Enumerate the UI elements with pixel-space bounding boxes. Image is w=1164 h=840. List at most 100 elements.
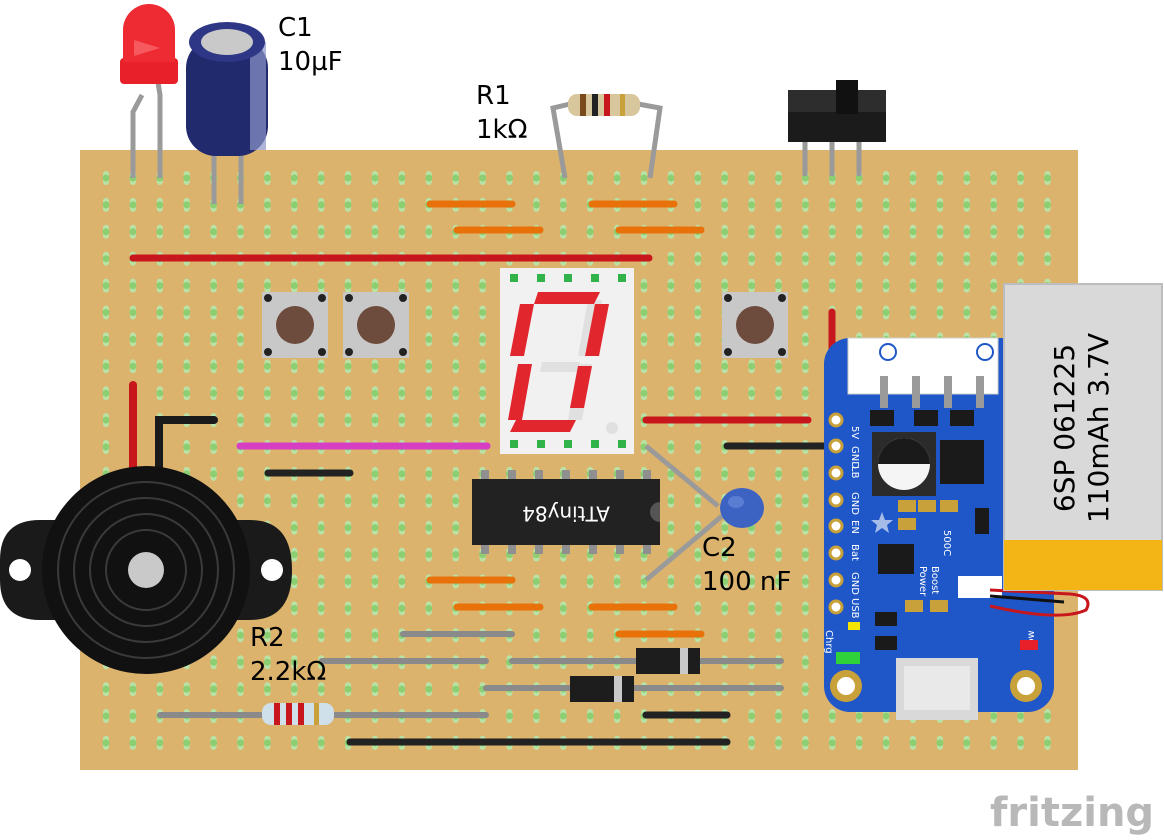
board-hole-center [344,389,352,397]
board-hole-center [882,309,890,316]
board-hole-center [102,685,110,693]
board-hole-center [775,362,782,370]
board-hole-center [425,282,433,290]
board-hole-center [828,739,836,747]
board-hole-center [721,551,729,559]
board-hole-center [263,201,271,209]
board-hole-center [801,658,809,666]
board-hole-center [102,739,110,747]
board-hole-center [317,578,325,585]
board-hole-center [828,255,836,263]
board-hole-center [613,174,621,182]
board-hole-center [748,551,756,559]
board-hole-center [425,470,433,478]
board-hole-center [586,228,594,236]
board-hole-center [640,174,648,182]
board-hole-center [425,309,433,316]
board-hole-center [129,335,137,343]
board-hole-center [1017,174,1025,182]
board-hole-center [156,685,164,693]
board-hole-center [156,309,164,316]
board-hole-center [775,470,782,478]
board-hole-center [398,604,406,612]
board-hole-center [237,631,244,639]
board-hole-center [398,174,406,182]
board-hole-center [748,228,756,236]
board-hole-center [344,282,352,290]
board-hole-center [371,362,379,370]
board-hole-center [317,228,325,236]
board-hole-center [344,631,352,639]
board-hole-center [640,578,648,585]
board-hole-center [801,255,809,263]
board-hole-center [667,443,675,451]
board-hole-center [290,228,298,236]
board-hole-center [317,389,325,397]
board-hole-center [1017,228,1025,236]
board-hole-center [290,282,298,290]
board-hole-center [398,201,406,209]
board-hole-center [156,282,164,290]
board-hole-center [183,228,191,236]
c2-ref-label: C2 [702,533,737,563]
board-hole-center [882,712,890,720]
board-hole-center [129,201,137,209]
board-hole-center [801,282,809,290]
board-hole-center [425,335,433,343]
board-hole-center [317,631,325,639]
board-hole-center [586,174,594,182]
board-hole-center [237,335,244,343]
board-hole-center [344,201,352,209]
board-hole-center [452,309,460,316]
board-hole-center [479,416,487,424]
board-hole-center [183,362,191,370]
board-hole-center [775,578,782,585]
board-hole-center [183,443,191,451]
board-hole-center [775,282,782,290]
board-hole-center [371,389,379,397]
star-icon [871,512,893,533]
board-hole-center [640,309,648,316]
board-hole-center [909,739,917,747]
resistor-r2 [262,703,334,725]
board-hole-center [801,389,809,397]
board-hole-center [102,362,110,370]
board-hole-center [237,309,244,316]
board-hole-center [183,335,191,343]
board-hole-center [801,174,809,182]
board-hole-center [290,524,298,532]
board-hole-center [801,228,809,236]
board-hole-center [801,335,809,343]
board-hole-center [183,685,191,693]
board-hole-center [532,631,540,639]
board-hole-center [855,255,863,263]
pin-label-en: EN [849,520,860,534]
board-hole-center [506,174,513,182]
board-hole-center [210,739,218,747]
board-hole-center [183,201,191,209]
board-hole-center [667,282,675,290]
board-hole-center [344,362,352,370]
board-hole-center [936,282,944,290]
board-hole-center [156,201,164,209]
board-hole-center [721,389,729,397]
push-button-2 [343,292,409,358]
board-hole-center [586,578,594,585]
board-hole-center [721,631,729,639]
board-hole-center [371,201,379,209]
board-hole-center [371,497,379,505]
board-hole-center [775,201,782,209]
board-hole-center [290,685,298,693]
board-hole-center [425,389,433,397]
board-hole-center [559,228,567,236]
board-hole-center [129,282,137,290]
battery-label-2: 110mAh 3.7V [1082,333,1115,523]
board-hole-center [452,389,460,397]
board-hole-center [344,228,352,236]
board-hole-center [775,389,782,397]
board-hole-center [667,578,675,585]
board-hole-center [855,712,863,720]
board-hole-center [183,174,191,182]
board-hole-center [290,389,298,397]
board-hole-center [748,389,756,397]
